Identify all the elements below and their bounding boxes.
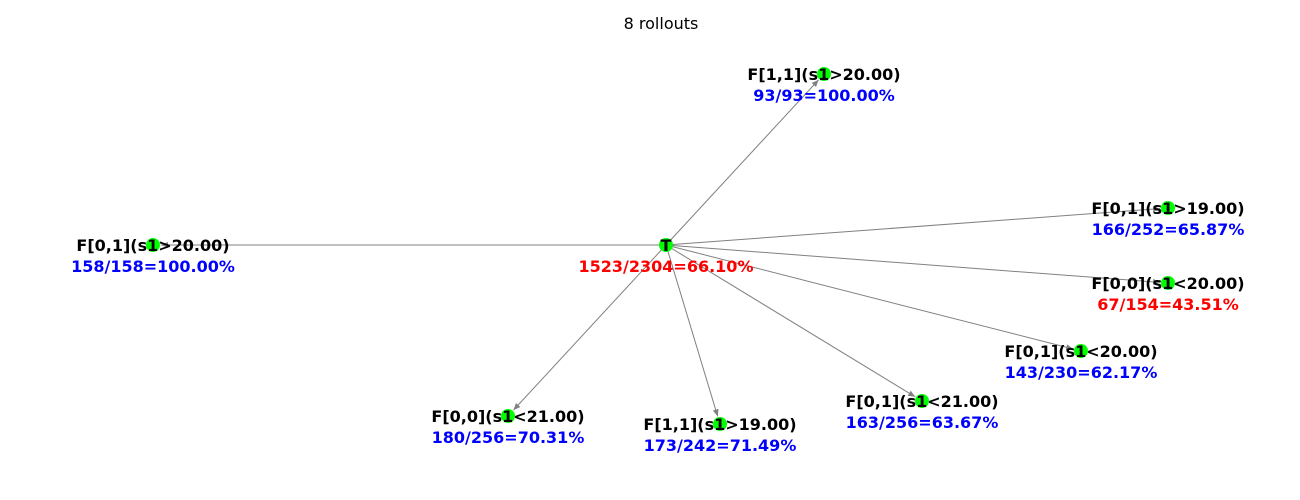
edge-root-to-child-4: [665, 244, 1074, 351]
child-node-5-stat: 163/256=63.67%: [846, 413, 999, 432]
child-node-7-label: F[0,0](s1<21.00): [431, 407, 584, 426]
edge-root-to-child-6: [665, 244, 719, 417]
edge-root-to-child-2: [665, 206, 1161, 246]
child-node-4: [1074, 344, 1088, 358]
child-node-3-label: F[0,0](s1<20.00): [1091, 274, 1244, 293]
child-node-5: [915, 394, 929, 408]
nodes-group: [146, 67, 1175, 431]
child-node-4-stat: 143/230=62.17%: [1005, 363, 1158, 382]
root-node-label: T: [661, 236, 672, 255]
child-node-1-label: F[1,1](s1>20.00): [747, 65, 900, 84]
edge-root-to-child-5: [665, 244, 916, 398]
child-node-3: [1161, 276, 1175, 290]
edge-root-to-child-1: [665, 79, 819, 246]
root-node-stat: 1523/2304=66.10%: [579, 257, 754, 276]
child-node-7-stat: 180/256=70.31%: [432, 428, 585, 447]
child-node-2: [1161, 201, 1175, 215]
child-node-2-stat: 166/252=65.87%: [1092, 220, 1245, 239]
child-node-7: [501, 409, 515, 423]
child-node-8: [146, 238, 160, 252]
child-node-8-stat: 158/158=100.00%: [71, 257, 235, 276]
child-node-8-label: F[0,1](s1>20.00): [76, 236, 229, 255]
child-node-2-label: F[0,1](s1>19.00): [1091, 199, 1244, 218]
child-node-4-label: F[0,1](s1<20.00): [1004, 342, 1157, 361]
child-node-6-label: F[1,1](s1>19.00): [643, 415, 796, 434]
child-node-1: [817, 67, 831, 81]
edge-root-to-child-7: [513, 244, 667, 411]
child-node-5-label: F[0,1](s1<21.00): [845, 392, 998, 411]
diagram-title: 8 rollouts: [624, 14, 699, 33]
child-node-1-stat: 93/93=100.00%: [753, 86, 895, 105]
child-node-6-stat: 173/242=71.49%: [644, 436, 797, 455]
edges-group: [161, 79, 1161, 417]
child-node-6: [713, 417, 727, 431]
labels-group: T 1523/2304=66.10% F[1,1](s1>20.00) 93/93=1…: [71, 65, 1245, 455]
edge-root-to-child-3: [665, 244, 1161, 285]
root-node: [659, 238, 673, 252]
child-node-3-stat: 67/154=43.51%: [1097, 295, 1239, 314]
